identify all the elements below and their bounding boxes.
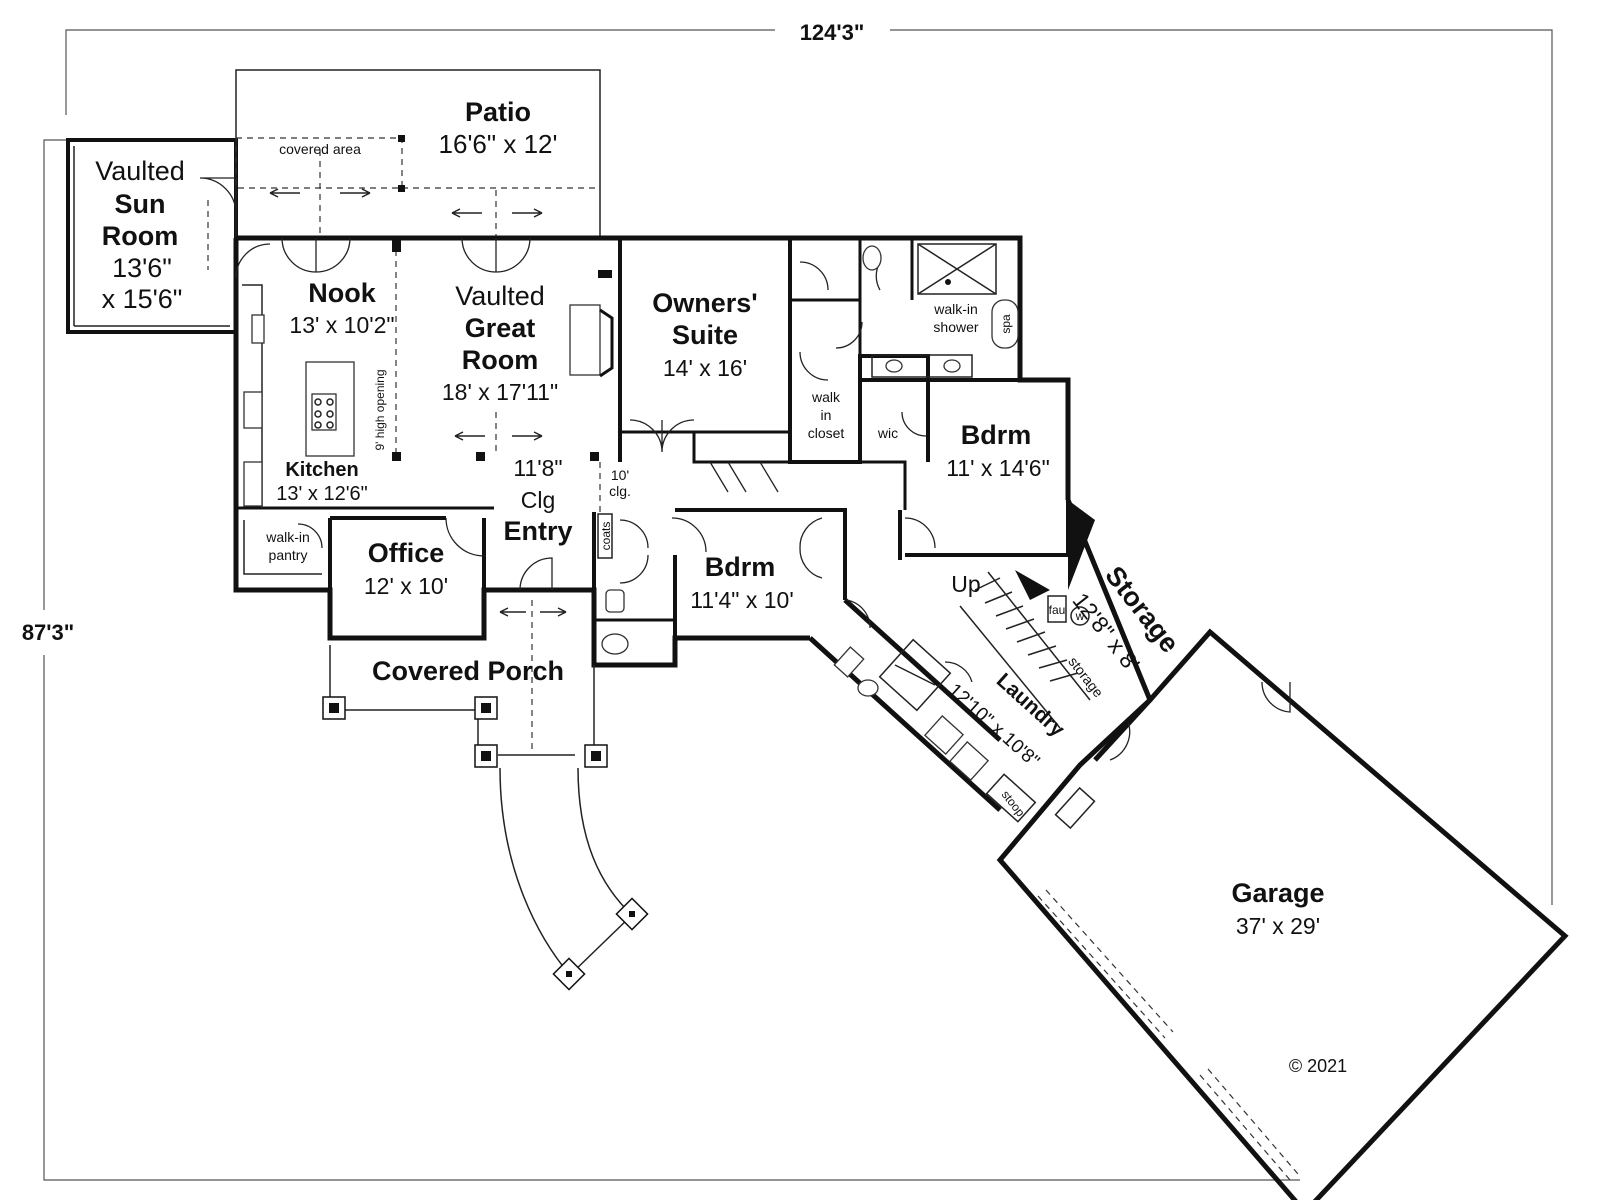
office-entry: Office 12' x 10' 11'8" Clg Entry 10' clg… [364, 455, 707, 655]
kitchen-name: Kitchen [285, 459, 358, 481]
stairs: Up [951, 571, 1091, 729]
great-room-dim: 18' x 17'11" [442, 379, 558, 405]
office-dim: 12' x 10' [364, 573, 448, 599]
width-dimension: 124'3" [800, 20, 865, 45]
wic-label: wic [877, 425, 898, 441]
patio-dim: 16'6" x 12' [439, 129, 558, 159]
living-area: 9' high opening Nook 13' x 10'2" Vaulted… [235, 237, 614, 508]
pantry-line1: walk-in [265, 529, 310, 545]
owners-suite-dim: 14' x 16' [663, 355, 747, 381]
pantry-line2: pantry [269, 547, 308, 563]
walk-closet-line1: walk [811, 389, 841, 405]
pantry: walk-in pantry [243, 520, 323, 575]
office-name: Office [368, 538, 445, 568]
covered-porch-name: Covered Porch [372, 656, 564, 686]
fau-label: fau [1049, 603, 1066, 617]
walk-closet-line3: closet [808, 425, 845, 441]
covered-porch: Covered Porch [322, 600, 649, 991]
depth-dimension: 87'3" [22, 620, 74, 645]
entry-name: Entry [503, 516, 572, 546]
shower-line2: shower [933, 319, 978, 335]
entry-clg1: 11'8" [513, 455, 562, 481]
walkway-pier [552, 957, 586, 991]
garage: Garage 37' x 29' © 2021 [996, 628, 1569, 1200]
porch-post [474, 696, 498, 720]
high-opening-note: 9' high opening [373, 369, 387, 450]
owners-suite-name1: Owners' [652, 288, 757, 318]
bedroom-right-dim: 11' x 14'6" [946, 455, 1049, 481]
shower-line1: walk-in [933, 301, 978, 317]
patio-covered-note: covered area [279, 141, 361, 157]
nook-name: Nook [308, 278, 376, 308]
overall-dimensions: 124'3" 87'3" [22, 20, 1553, 1181]
entry-ceiling-line1: 10' [611, 467, 629, 483]
patio: covered area Patio 16'6" x 12' [235, 69, 601, 238]
water-heater-label: w [1075, 609, 1085, 623]
sun-room-name1: Sun [115, 189, 166, 219]
spa-label: spa [999, 314, 1013, 334]
garage-name: Garage [1231, 878, 1324, 908]
bedroom-right-name: Bdrm [961, 420, 1032, 450]
kitchen-dim: 13' x 12'6" [276, 483, 367, 505]
bedroom-center-name: Bdrm [705, 552, 776, 582]
nook-dim: 13' x 10'2" [289, 312, 394, 338]
angled-wing: Up storage fau w Storage 12'8" x 8' Laun… [808, 499, 1185, 830]
stairs-label: Up [951, 571, 980, 597]
porch-post [322, 696, 346, 720]
walkway-pier [615, 897, 649, 931]
owners-suite: Owners' Suite 14' x 16' walk-in shower s… [629, 243, 1019, 493]
sun-room-dim2: x 15'6" [102, 284, 183, 314]
owners-suite-name2: Suite [672, 320, 738, 350]
great-room-line1: Vaulted [455, 281, 545, 311]
patio-name: Patio [465, 97, 531, 127]
sun-room-name2: Room [102, 221, 179, 251]
bedrooms: Bdrm 11' x 14'6" Bdrm 11'4" x 10' [690, 420, 1049, 613]
garage-dim: 37' x 29' [1236, 913, 1320, 939]
porch-post [584, 744, 608, 768]
walk-closet-line2: in [821, 407, 832, 423]
entry-ceiling-line2: clg. [609, 483, 631, 499]
copyright-text: © 2021 [1289, 1056, 1347, 1076]
porch-post [474, 744, 498, 768]
sun-room-dim1: 13'6" [112, 253, 172, 283]
great-room-name1: Great [465, 313, 536, 343]
entry-clg2: Clg [521, 487, 556, 513]
great-room-name2: Room [462, 345, 539, 375]
bedroom-center-dim: 11'4" x 10' [690, 587, 793, 613]
sun-room-line1: Vaulted [95, 156, 185, 186]
sun-room: Vaulted Sun Room 13'6" x 15'6" [66, 138, 238, 334]
coats-label: coats [599, 522, 613, 551]
